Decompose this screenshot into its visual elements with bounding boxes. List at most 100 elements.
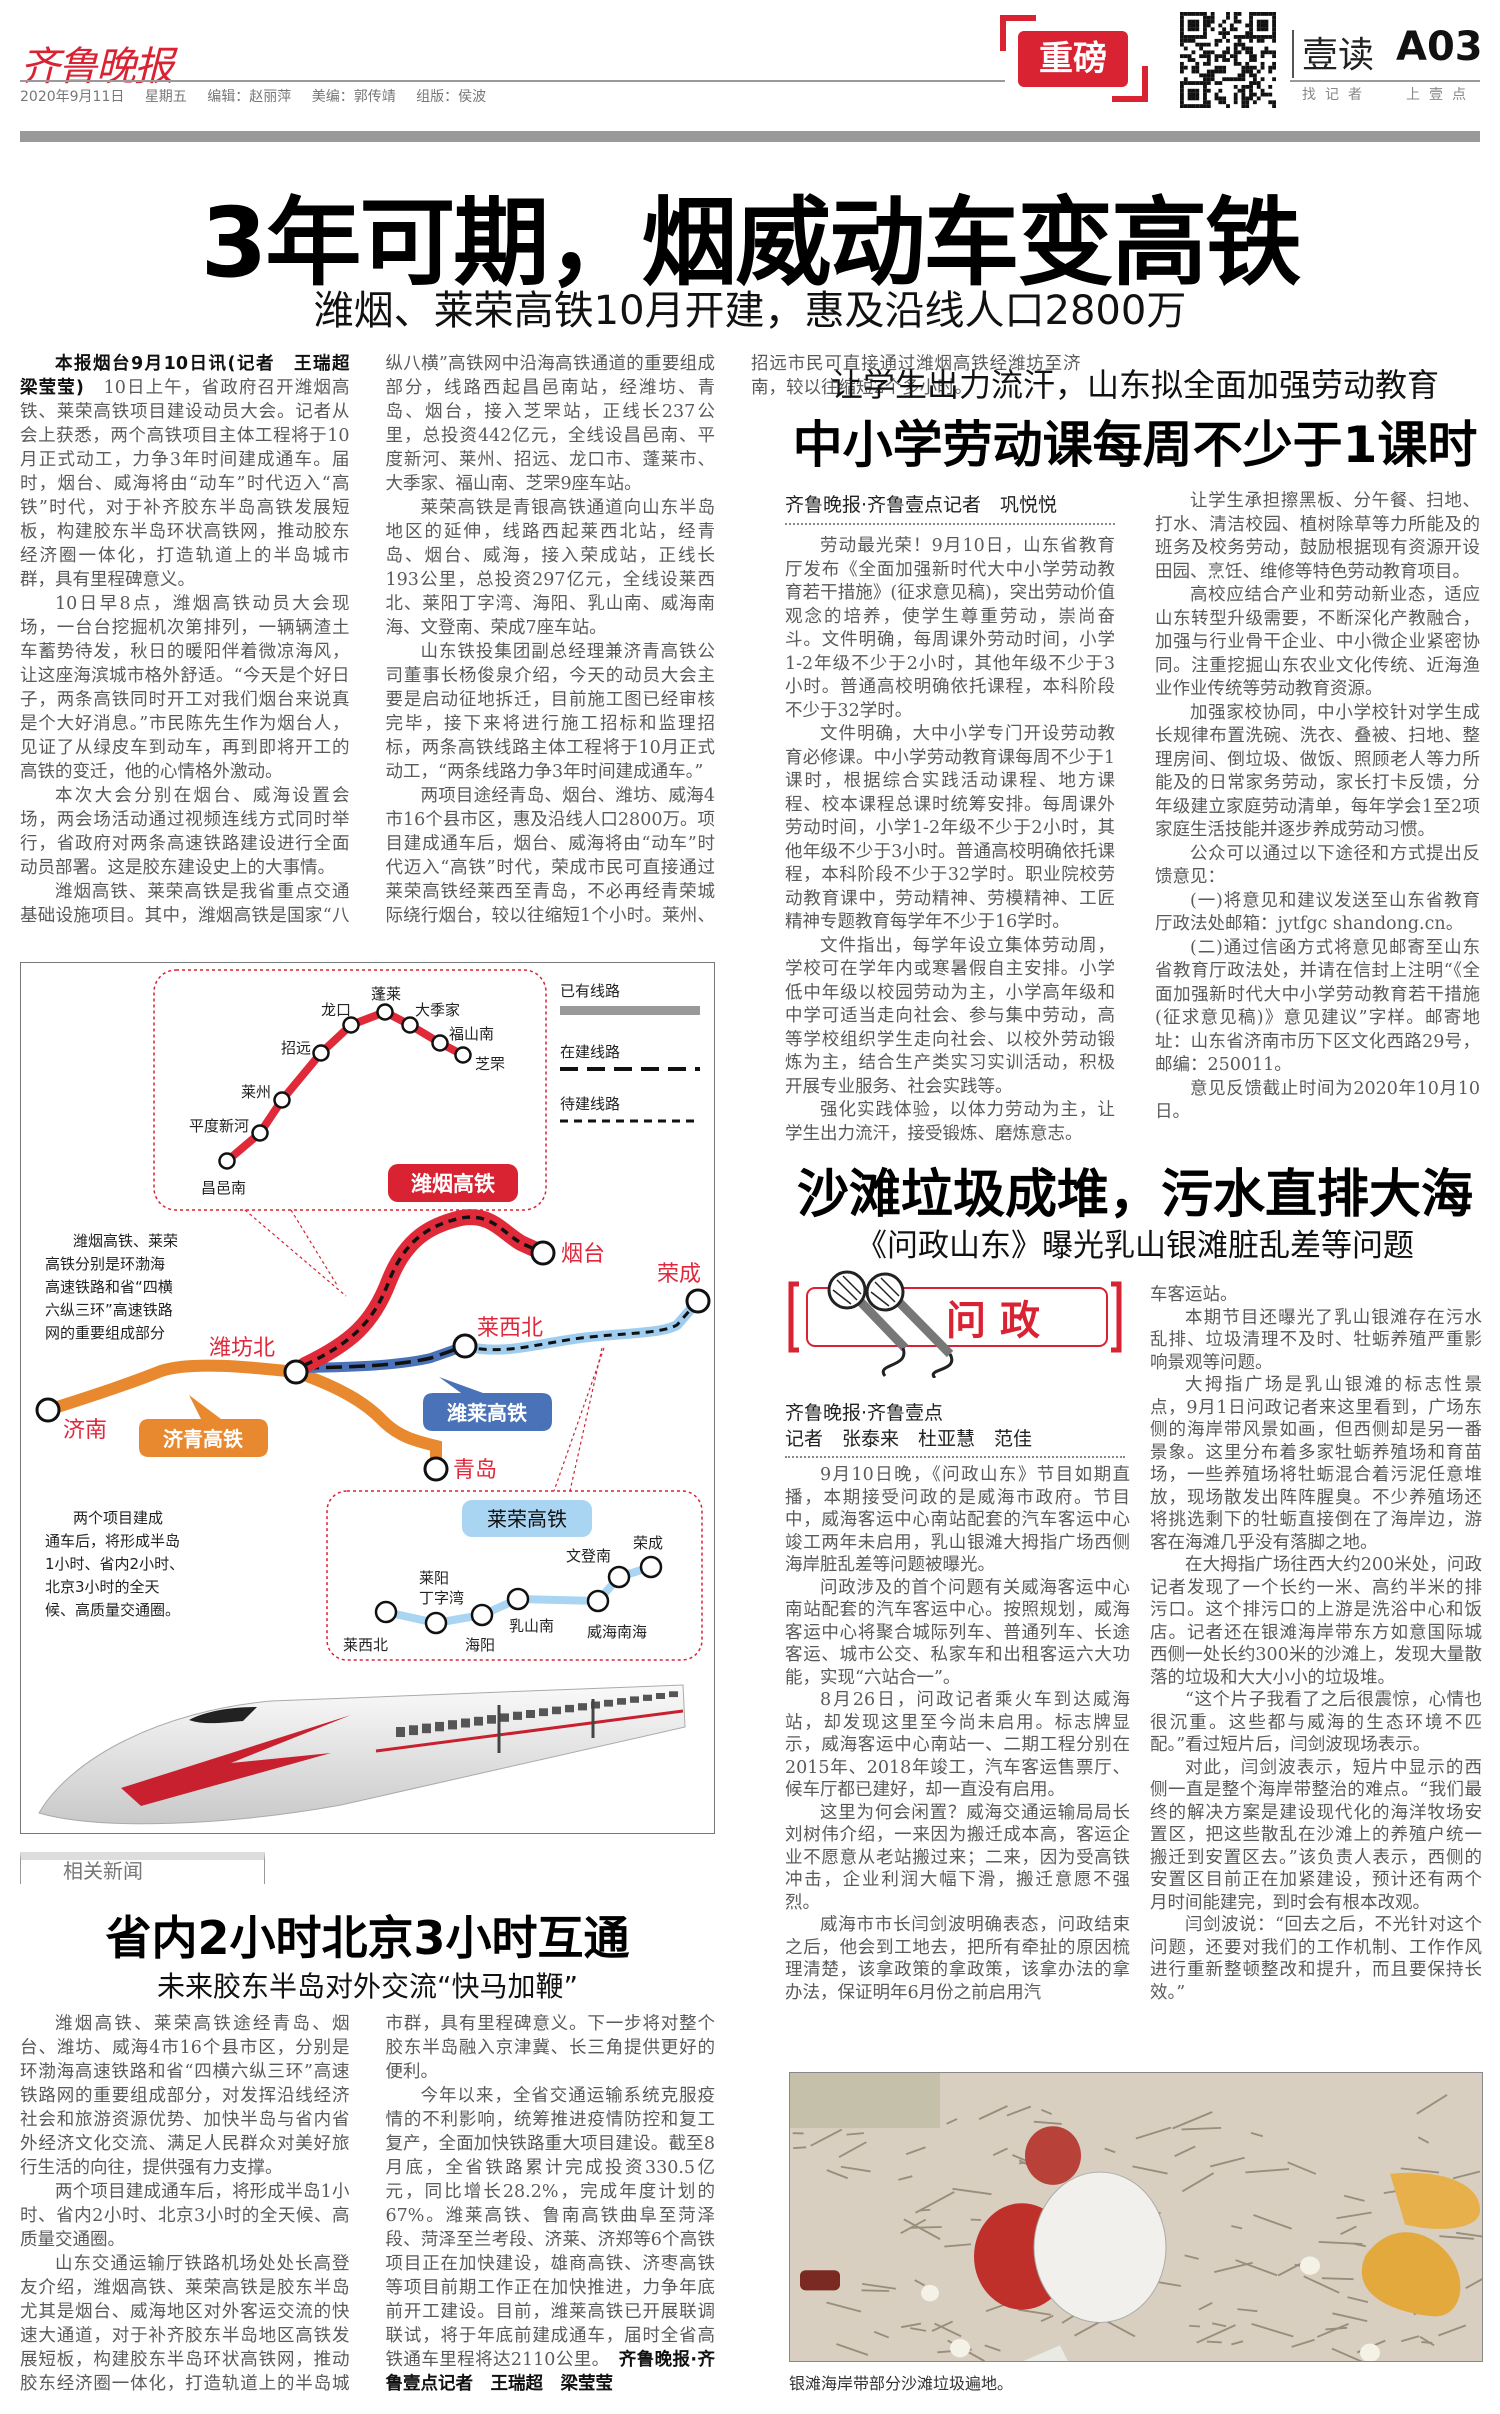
qr-module — [1260, 12, 1265, 16]
paragraph: 威海市市长闫剑波明确表态，问政结束之后，他会到工地去，把所有牵扯的原因梳理清楚，… — [785, 1915, 1130, 2003]
train-window — [474, 1716, 483, 1726]
qr-module — [1203, 84, 1207, 89]
city-label-laixibei: 莱西北 — [477, 1316, 543, 1341]
qr-module — [1222, 69, 1227, 74]
wenzheng-column-left: 9月10日晚，《问政山东》节目如期直播，本期接受问政的是威海市政府。节目中，威海… — [785, 1464, 1130, 2004]
jiqing-line-label: 济青高铁 — [163, 1427, 243, 1451]
qr-module — [1237, 38, 1242, 43]
qr-module — [1183, 81, 1188, 85]
qr-module — [1272, 65, 1276, 70]
qr-module — [1191, 96, 1196, 101]
qr-module — [1195, 92, 1200, 97]
qr-module — [1210, 15, 1215, 20]
debris-stick — [1321, 2277, 1354, 2281]
debris-stick — [1291, 2338, 1315, 2348]
related-headline: 省内2小时北京3小时互通 — [105, 1911, 630, 1965]
station-marker — [376, 1003, 394, 1021]
red-debris — [1025, 2126, 1081, 2185]
qr-module — [1229, 77, 1234, 82]
qr-module — [1233, 46, 1238, 51]
qr-module — [1199, 54, 1204, 59]
qr-module — [1245, 23, 1250, 28]
qr-module — [1272, 35, 1276, 39]
station-label: 威海南海 — [587, 1623, 647, 1641]
qr-module — [1241, 77, 1246, 82]
station-label: 平度新河 — [189, 1117, 249, 1135]
qr-module — [1206, 81, 1211, 85]
debris-stick — [910, 2327, 927, 2332]
qr-module — [1203, 23, 1207, 28]
qr-module — [1272, 38, 1276, 43]
debris-stick — [1253, 2214, 1293, 2230]
qr-module — [1256, 23, 1261, 28]
qr-module — [1203, 42, 1207, 47]
paragraph: 高校应结合产业和劳动新业态，适应山东转型升级需要，不断深化产教融合，加强与行业骨… — [1155, 585, 1480, 699]
qr-module — [1191, 104, 1196, 108]
labor-column-left: 劳动最光荣！9月10日，山东省教育厅发布《全面加强新时代大中小学劳动教育若干措施… — [785, 535, 1115, 1146]
qr-module — [1226, 15, 1230, 20]
railway-map: 昌邑南 平度新河 莱州 招远 龙口 蓬莱 大季家 福山南 芝罘 潍烟高铁 已有线… — [35, 969, 711, 1825]
debris-stick — [984, 2344, 1001, 2352]
paragraph: “这个片子我看了之后很震惊，心情也很沉重。这些都与威海的生态环境不匹配。”看过短… — [1150, 1690, 1482, 1755]
qr-module — [1191, 12, 1196, 16]
paragraph-text: 今年以来，全省交通运输系统克服疫情的不利影响，统筹推进疫情防控和复工复产，全面加… — [385, 2086, 716, 2370]
debris-stick — [931, 2320, 954, 2332]
city-label-rongcheng: 荣成 — [657, 1262, 701, 1287]
qr-module — [1264, 27, 1269, 32]
qr-module — [1203, 27, 1207, 32]
qr-module — [1203, 104, 1207, 108]
qr-module — [1218, 88, 1223, 93]
qr-module — [1187, 81, 1192, 85]
qr-module — [1203, 61, 1207, 66]
qr-module — [1218, 100, 1223, 105]
qr-module — [1249, 35, 1253, 39]
qr-module — [1260, 38, 1265, 43]
qr-module — [1264, 92, 1269, 97]
qr-module — [1218, 65, 1223, 70]
qr-module — [1199, 104, 1204, 108]
qr-module — [1249, 31, 1253, 36]
qr-module — [1233, 15, 1238, 20]
debris-stick — [903, 2218, 941, 2240]
train-window — [552, 1706, 561, 1715]
qr-module — [1241, 35, 1246, 39]
station-marker — [273, 1091, 291, 1109]
qr-module — [1187, 104, 1192, 108]
qr-module — [1214, 96, 1219, 101]
city-label-jinan: 济南 — [63, 1418, 107, 1443]
paragraph: 9月10日晚，《问政山东》节目如期直播，本期接受问政的是威海市政府。节目中，威海… — [785, 1465, 1130, 1575]
legend-existing-swatch — [560, 1006, 700, 1015]
dateline-lead: 本报烟台9月10日讯(记者 王瑞超 梁莹莹) — [20, 354, 367, 398]
paragraph: 两个项目建成通车后，将形成半岛1小时、省内2小时、北京3小时的全天候、高质量交通… — [20, 2182, 350, 2250]
qr-module — [1180, 96, 1184, 101]
qr-module — [1233, 58, 1238, 62]
note-line: 潍烟高铁、莱荣 — [73, 1232, 178, 1250]
station-marker — [251, 1124, 269, 1142]
qr-module — [1256, 69, 1261, 74]
qr-code[interactable] — [1180, 12, 1276, 108]
qr-module — [1180, 27, 1184, 32]
note-line: 六纵三环”高速铁路 — [45, 1301, 173, 1319]
qr-module — [1268, 92, 1273, 97]
qr-module — [1191, 92, 1196, 97]
qr-module — [1245, 104, 1250, 108]
qr-module — [1252, 54, 1257, 59]
qr-module — [1260, 61, 1265, 66]
brand-name: 壹读 — [1302, 35, 1375, 76]
qr-module — [1233, 12, 1238, 16]
debris-stick — [1303, 2275, 1340, 2294]
debris-stick — [846, 2132, 864, 2136]
related-news-tab: 相关新闻 — [20, 1852, 265, 1884]
qr-module — [1195, 104, 1200, 108]
station-label: 莱西北 — [343, 1636, 388, 1654]
qr-module — [1187, 23, 1192, 28]
wenzheng-headline: 沙滩垃圾成堆，污水直排大海 — [796, 1165, 1473, 1225]
qr-module — [1218, 23, 1223, 28]
debris-stick — [1018, 2308, 1052, 2316]
debris-stick — [898, 2175, 913, 2181]
qr-module — [1180, 31, 1184, 36]
qr-module — [1214, 69, 1219, 74]
qr-module — [1233, 84, 1238, 89]
debris-stick — [978, 2105, 1008, 2120]
train-illustration — [38, 1684, 686, 1825]
